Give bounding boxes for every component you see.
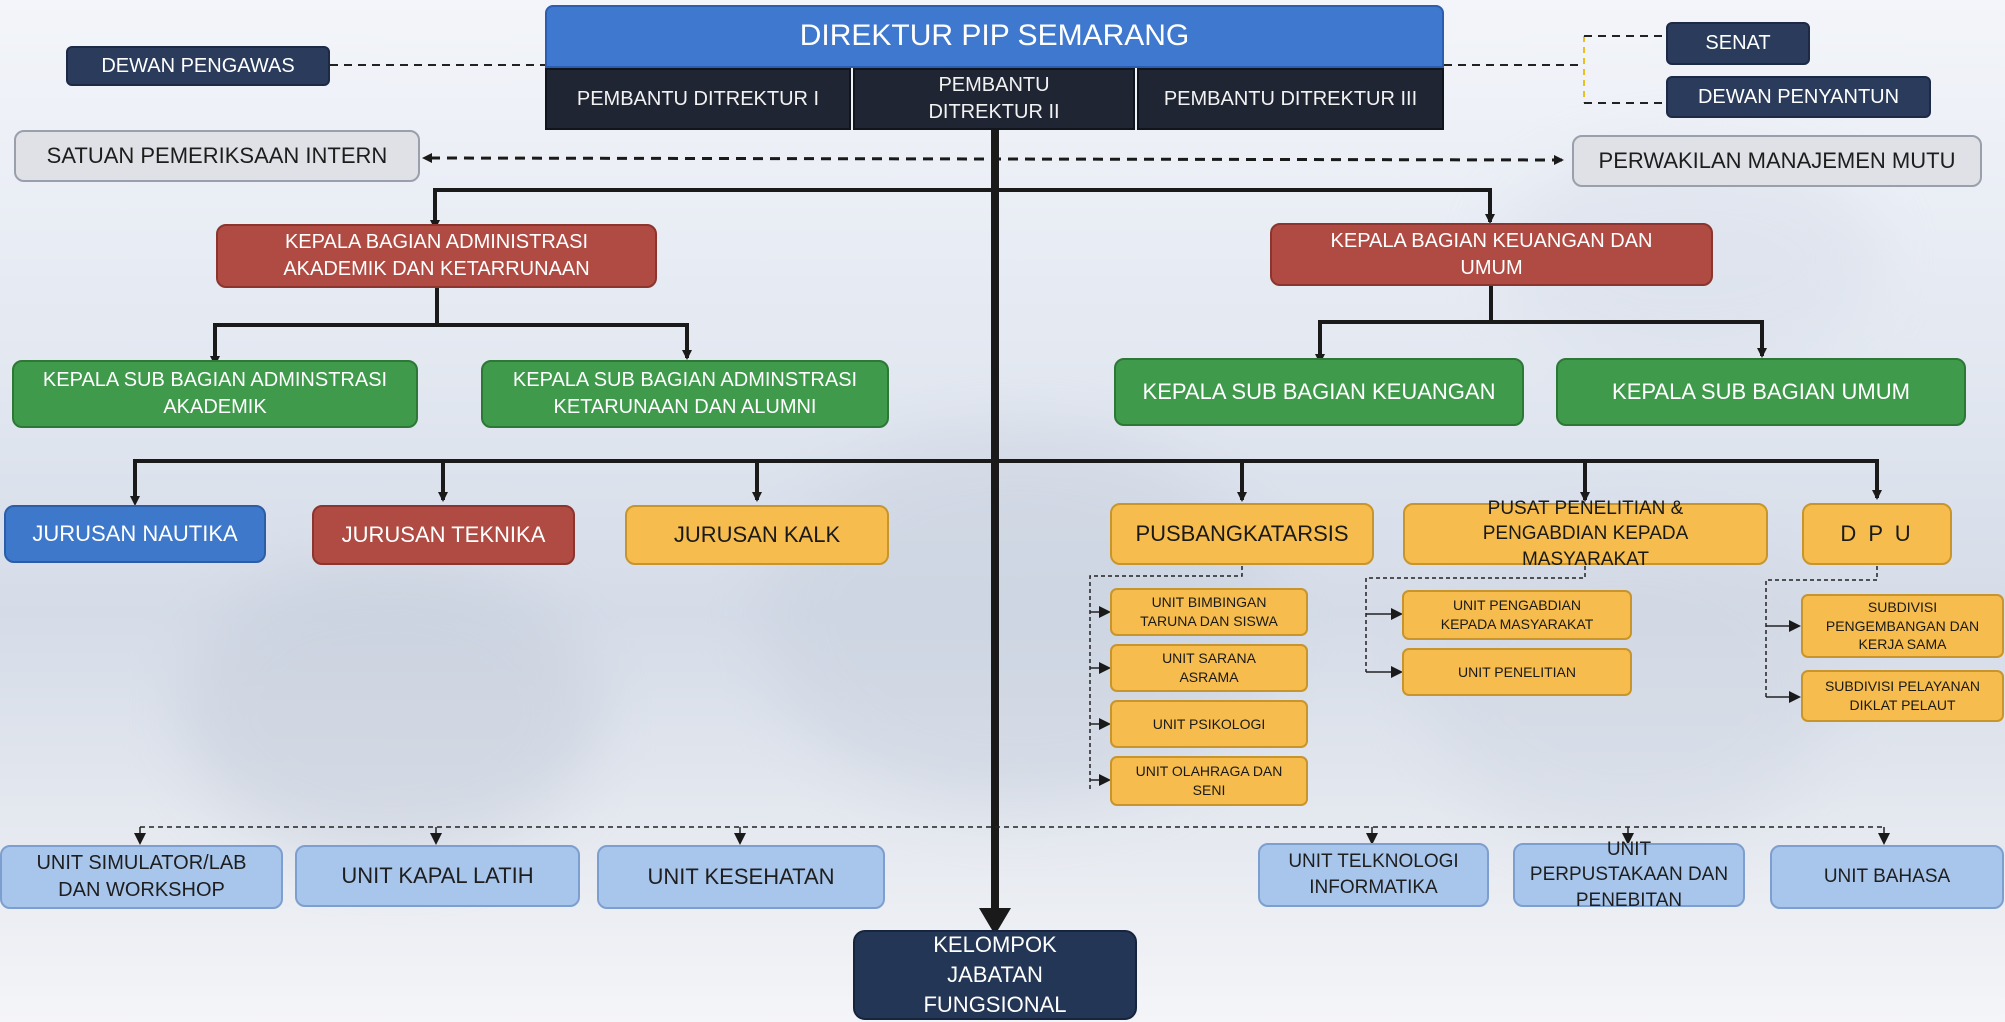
deputy-3-label: PEMBANTU DITREKTUR III — [1163, 87, 1418, 110]
subbag-akademik-box: KEPALA SUB BAGIAN ADMINSTRASI AKADEMIK — [12, 360, 418, 428]
director-box: DIREKTUR PIP SEMARANG — [545, 5, 1444, 68]
subdivisi-pelayanan-box: SUBDIVISI PELAYANAN DIKLAT PELAUT — [1801, 670, 2004, 722]
deputy-2-box: PEMBANTU DITREKTUR II — [853, 68, 1135, 130]
unit-perpustakaan-box: UNIT PERPUSTAKAAN DAN PENEBITAN — [1513, 839, 1745, 911]
unit-penelitian-label: UNIT PENELITIAN — [1458, 663, 1576, 680]
pusbangkatarsis-label: PUSBANGKATARSIS — [1135, 521, 1349, 547]
unit-bimbingan-label: UNIT BIMBINGAN TARUNA DAN SISWA — [1140, 594, 1278, 629]
deputy-1-box: PEMBANTU DITREKTUR I — [545, 68, 851, 130]
unit-olahraga-seni-box: UNIT OLAHRAGA DAN SENI — [1110, 756, 1308, 806]
subbag-akademik-label: KEPALA SUB BAGIAN ADMINSTRASI AKADEMIK — [42, 369, 388, 418]
kabag-akademik-label: KEPALA BAGIAN ADMINISTRASI AKADEMIK DAN … — [283, 231, 590, 280]
jurusan-teknika-box: JURUSAN TEKNIKA — [312, 505, 575, 565]
dewan-penyantun-label: DEWAN PENYANTUN — [1697, 85, 1900, 108]
unit-psikologi-box: UNIT PSIKOLOGI — [1110, 700, 1308, 748]
subbag-ketarunaan-label: KEPALA SUB BAGIAN ADMINSTRASI KETARUNAAN… — [512, 369, 858, 418]
unit-olahraga-seni-label: UNIT OLAHRAGA DAN SENI — [1135, 763, 1283, 798]
subbag-keuangan-box: KEPALA SUB BAGIAN KEUANGAN — [1114, 358, 1524, 426]
director-label: DIREKTUR PIP SEMARANG — [799, 19, 1190, 53]
dewan-penyantun-box: DEWAN PENYANTUN — [1666, 76, 1931, 118]
p3m-box: PUSAT PENELITIAN & PENGABDIAN KEPADA MAS… — [1403, 498, 1768, 570]
unit-penelitian-box: UNIT PENELITIAN — [1402, 648, 1632, 696]
subdivisi-pengembangan-label: SUBDIVISI PENGEMBANGAN DAN KERJA SAMA — [1825, 598, 1980, 653]
p3m-label: PUSAT PENELITIAN & PENGABDIAN KEPADA MAS… — [1482, 497, 1689, 570]
spi-box: SATUAN PEMERIKSAAN INTERN — [14, 130, 420, 182]
unit-ti-box: UNIT TELKNOLOGI INFORMATIKA — [1258, 843, 1489, 907]
deputy-3-box: PEMBANTU DITREKTUR III — [1137, 68, 1444, 130]
unit-pengabdian-label: UNIT PENGABDIAN KEPADA MASYARAKAT — [1440, 597, 1594, 632]
pmm-label: PERWAKILAN MANAJEMEN MUTU — [1598, 148, 1956, 174]
unit-kesehatan-label: UNIT KESEHATAN — [647, 864, 835, 890]
background-blob — [180, 560, 600, 860]
jurusan-kalk-box: JURUSAN KALK — [625, 505, 889, 565]
dpu-label: D P U — [1840, 521, 1914, 547]
subbag-umum-label: KEPALA SUB BAGIAN UMUM — [1612, 379, 1910, 405]
unit-kesehatan-box: UNIT KESEHATAN — [597, 845, 885, 909]
jurusan-nautika-label: JURUSAN NAUTIKA — [32, 521, 238, 547]
unit-ti-label: UNIT TELKNOLOGI INFORMATIKA — [1288, 851, 1459, 898]
dewan-pengawas-box: DEWAN PENGAWAS — [66, 46, 330, 86]
unit-simulator-label: UNIT SIMULATOR/LAB DAN WORKSHOP — [36, 852, 247, 901]
unit-kapal-latih-label: UNIT KAPAL LATIH — [341, 863, 534, 889]
jurusan-kalk-label: JURUSAN KALK — [673, 522, 841, 548]
pusbangkatarsis-box: PUSBANGKATARSIS — [1110, 503, 1374, 565]
jurusan-nautika-box: JURUSAN NAUTIKA — [4, 505, 266, 563]
unit-perpustakaan-label: UNIT PERPUSTAKAAN DAN PENEBITAN — [1529, 838, 1729, 911]
senat-box: SENAT — [1666, 22, 1810, 65]
subbag-ketarunaan-box: KEPALA SUB BAGIAN ADMINSTRASI KETARUNAAN… — [481, 360, 889, 428]
unit-sarana-asrama-box: UNIT SARANA ASRAMA — [1110, 644, 1308, 692]
subdivisi-pelayanan-label: SUBDIVISI PELAYANAN DIKLAT PELAUT — [1824, 678, 1981, 713]
subbag-keuangan-label: KEPALA SUB BAGIAN KEUANGAN — [1142, 379, 1496, 405]
spi-label: SATUAN PEMERIKSAAN INTERN — [46, 143, 388, 169]
unit-sarana-asrama-label: UNIT SARANA ASRAMA — [1162, 650, 1256, 685]
kabag-keuangan-label: KEPALA BAGIAN KEUANGAN DAN UMUM — [1330, 229, 1653, 279]
unit-pengabdian-box: UNIT PENGABDIAN KEPADA MASYARAKAT — [1402, 590, 1632, 640]
subdivisi-pengembangan-box: SUBDIVISI PENGEMBANGAN DAN KERJA SAMA — [1801, 594, 2004, 658]
unit-kapal-latih-box: UNIT KAPAL LATIH — [295, 845, 580, 907]
dewan-pengawas-label: DEWAN PENGAWAS — [101, 54, 295, 77]
unit-psikologi-label: UNIT PSIKOLOGI — [1152, 715, 1266, 732]
deputy-2-label: PEMBANTU DITREKTUR II — [928, 74, 1060, 123]
pmm-box: PERWAKILAN MANAJEMEN MUTU — [1572, 135, 1982, 187]
jurusan-teknika-label: JURUSAN TEKNIKA — [341, 522, 546, 548]
deputy-1-label: PEMBANTU DITREKTUR I — [576, 87, 820, 110]
unit-simulator-box: UNIT SIMULATOR/LAB DAN WORKSHOP — [0, 845, 283, 909]
kabag-akademik-box: KEPALA BAGIAN ADMINISTRASI AKADEMIK DAN … — [216, 224, 657, 288]
senat-label: SENAT — [1705, 32, 1771, 54]
unit-bahasa-box: UNIT BAHASA — [1770, 845, 2004, 909]
kelompok-fungsional-box: KELOMPOK JABATAN FUNGSIONAL — [853, 930, 1137, 1020]
unit-bahasa-label: UNIT BAHASA — [1823, 866, 1951, 888]
unit-bimbingan-box: UNIT BIMBINGAN TARUNA DAN SISWA — [1110, 588, 1308, 636]
kelompok-fungsional-label: KELOMPOK JABATAN FUNGSIONAL — [923, 932, 1067, 1017]
kabag-keuangan-box: KEPALA BAGIAN KEUANGAN DAN UMUM — [1270, 223, 1713, 286]
dpu-box: D P U — [1802, 503, 1952, 565]
subbag-umum-box: KEPALA SUB BAGIAN UMUM — [1556, 358, 1966, 426]
